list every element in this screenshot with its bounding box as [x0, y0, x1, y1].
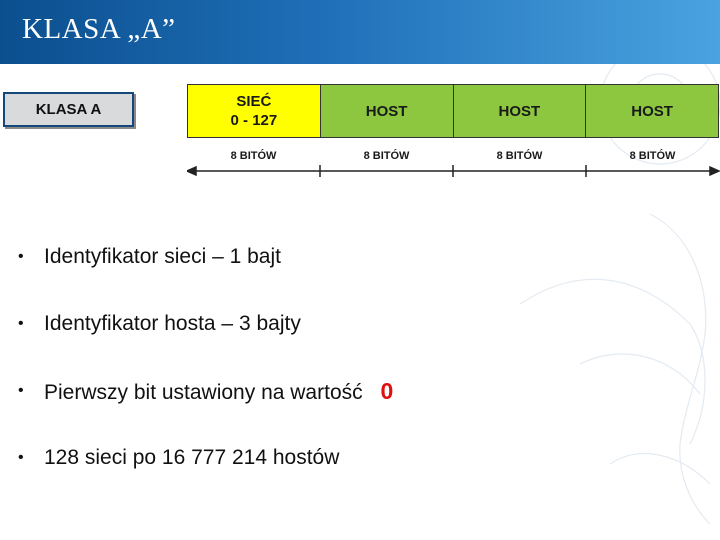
bullet-icon: •: [18, 248, 24, 265]
bullet-item: • 128 sieci po 16 777 214 hostów: [18, 441, 393, 508]
bit-label-2: 8 BITÓW: [363, 150, 410, 162]
bullet-icon: •: [18, 449, 24, 466]
bullet-item: • Identyfikator sieci – 1 bajt: [18, 240, 393, 307]
bullet-icon: •: [18, 315, 24, 332]
octet-host-1: HOST: [320, 85, 454, 137]
title-bar: KLASA „A”: [0, 0, 720, 64]
bullet-item: • Pierwszy bit ustawiony na wartość 0: [18, 374, 393, 441]
bullet-item: • Identyfikator hosta – 3 bajty: [18, 307, 393, 374]
bullet-text: 128 sieci po 16 777 214 hostów: [44, 446, 340, 469]
bullet-list: • Identyfikator sieci – 1 bajt • Identyf…: [18, 240, 393, 508]
octet-network: SIEĆ 0 - 127: [188, 85, 321, 137]
class-label-box: KLASA A: [3, 92, 134, 127]
bullet-text: Identyfikator hosta – 3 bajty: [44, 312, 301, 335]
slide-title: KLASA „A”: [22, 13, 176, 45]
octet-host-3: HOST: [586, 85, 718, 137]
arrow-head-left: [187, 165, 197, 177]
bit-label-4: 8 BITÓW: [629, 150, 676, 162]
address-octets: SIEĆ 0 - 127 HOST HOST HOST: [187, 84, 719, 138]
bit-labels: 8 BITÓW 8 BITÓW 8 BITÓW 8 BITÓW: [187, 150, 719, 166]
highlight-value: 0: [380, 378, 394, 404]
arrow-head-right: [709, 165, 720, 177]
bit-label-3: 8 BITÓW: [496, 150, 543, 162]
bullet-text: Pierwszy bit ustawiony na wartość: [44, 381, 363, 404]
bullet-text: Identyfikator sieci – 1 bajt: [44, 245, 281, 268]
octet-network-range: 0 - 127: [230, 112, 278, 129]
bit-label-1: 8 BITÓW: [230, 150, 277, 162]
octet-network-label: SIEĆ: [236, 93, 272, 110]
bullet-icon: •: [18, 382, 24, 399]
octet-host-2: HOST: [453, 85, 587, 137]
bit-arrows: [187, 165, 720, 177]
